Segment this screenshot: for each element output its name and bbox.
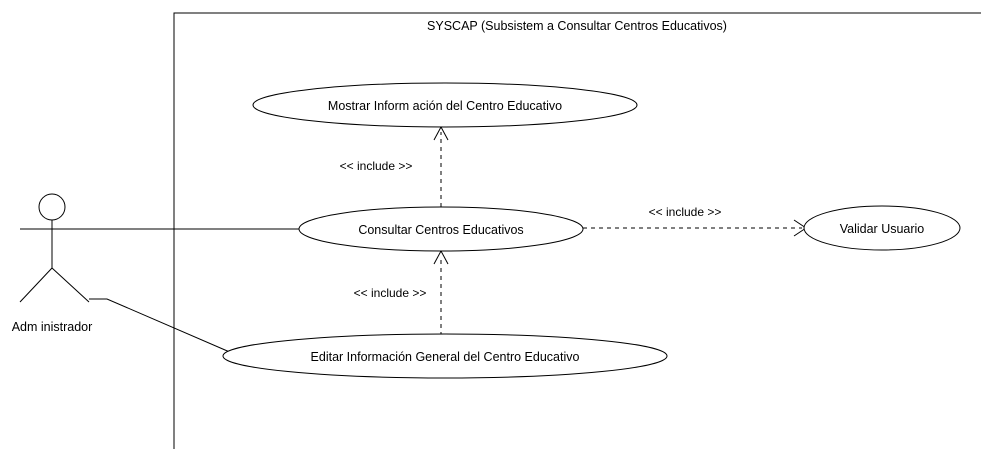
association-editar	[89, 298, 233, 354]
include-label-validar: << include >>	[649, 205, 722, 219]
include-label-editar: << include >>	[354, 286, 427, 300]
use-case-label: Mostrar Inform ación del Centro Educativ…	[328, 99, 562, 113]
use-case-consultar[interactable]: Consultar Centros Educativos	[298, 206, 584, 252]
use-case-validar[interactable]: Validar Usuario	[803, 205, 961, 251]
actor-label: Adm inistrador	[12, 320, 93, 334]
system-boundary: SYSCAP (Subsistem a Consultar Centros Ed…	[173, 12, 981, 449]
actor-head	[38, 193, 66, 221]
use-case-ellipse	[803, 205, 961, 251]
actor-right-leg	[51, 267, 90, 303]
use-case-ellipse	[222, 333, 668, 379]
include-mostrar: << include >>	[340, 125, 449, 207]
system-title: SYSCAP (Subsistem a Consultar Centros Ed…	[427, 19, 727, 33]
include-editar: << include >>	[354, 249, 449, 336]
system-boundary-frame	[173, 12, 981, 449]
actor-left-leg	[19, 267, 53, 303]
use-case-mostrar[interactable]: Mostrar Inform ación del Centro Educativ…	[252, 82, 638, 128]
include-label-mostrar: << include >>	[340, 159, 413, 173]
use-case-ellipse	[252, 82, 638, 128]
use-case-label: Editar Información General del Centro Ed…	[311, 350, 580, 364]
include-validar: << include >>	[583, 205, 807, 237]
use-case-editar[interactable]: Editar Información General del Centro Ed…	[222, 333, 668, 379]
use-case-ellipse	[298, 206, 584, 252]
actor-administrador[interactable]: Adm inistrador	[12, 193, 93, 334]
use-case-label: Consultar Centros Educativos	[358, 223, 523, 237]
use-case-label: Validar Usuario	[840, 222, 925, 236]
